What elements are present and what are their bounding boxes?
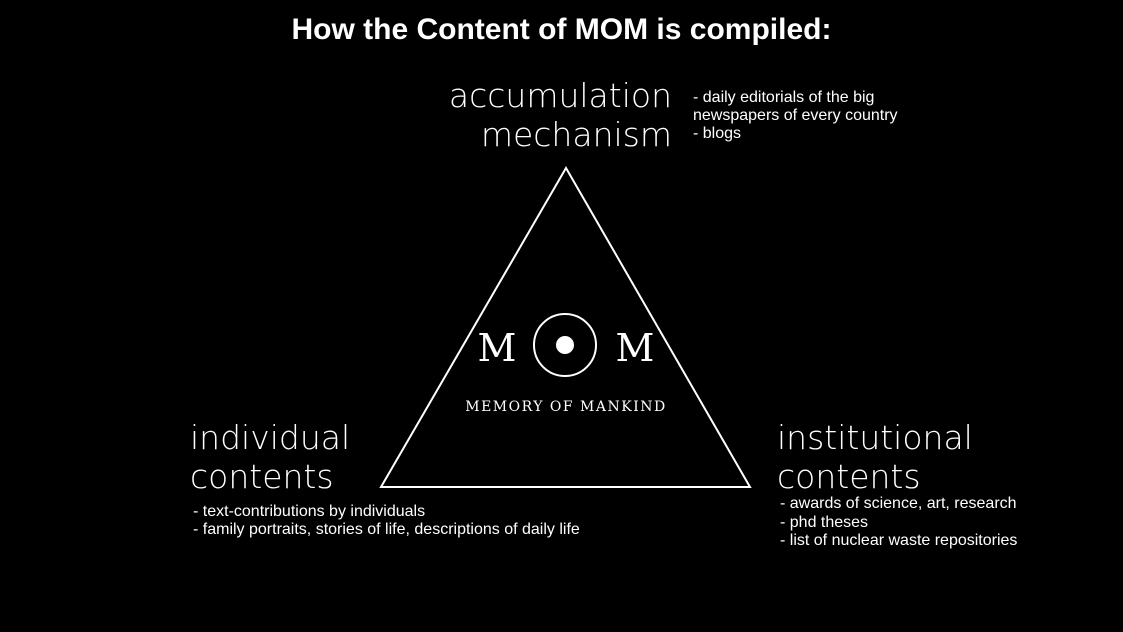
list-item: newspapers of every country [693, 107, 898, 124]
slide-title: How the Content of MOM is compiled: [291, 13, 832, 46]
list-item: - text-contributions by individuals [193, 503, 426, 520]
triangle-outline [379, 166, 752, 488]
logo-dot [556, 336, 574, 354]
accumulation-mechanism-heading: accumulation mechanism [448, 76, 672, 154]
accumulation-mechanism-items: - daily editorials of the big newspapers… [693, 89, 898, 143]
mom-logo: M M MEMORY OF MANKIND [465, 313, 666, 415]
logo-caption: MEMORY OF MANKIND [465, 399, 666, 415]
individual-contents-items: - text-contributions by individuals - fa… [193, 503, 580, 539]
logo-letter-left: M [478, 326, 517, 370]
list-item: - daily editorials of the big [693, 89, 875, 106]
list-item: - family portraits, stories of life, des… [193, 521, 580, 538]
list-item: - phd theses [780, 513, 869, 531]
institutional-contents-heading: institutional contents [777, 418, 973, 496]
list-item: - awards of science, art, research [780, 495, 1017, 512]
logo-letter-right: M [616, 326, 655, 370]
list-item: - blogs [693, 125, 742, 142]
individual-contents-heading: individual contents [190, 418, 351, 496]
institutional-contents-items: - awards of science, art, research - phd… [780, 495, 1017, 551]
list-item: - list of nuclear waste repositories [780, 532, 1018, 549]
logo-ring [533, 313, 597, 377]
